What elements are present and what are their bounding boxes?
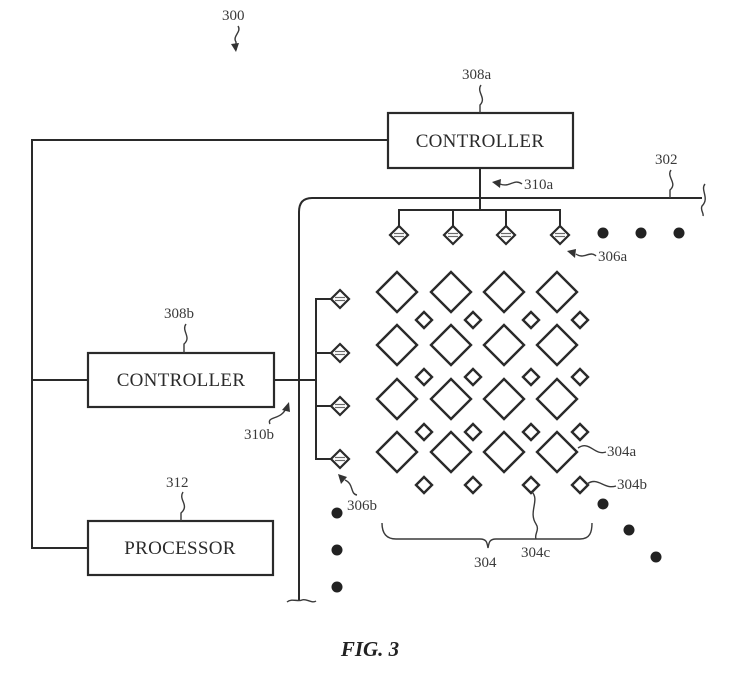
sensor-row-bus bbox=[398, 209, 561, 226]
large-element-304a bbox=[429, 377, 473, 421]
small-element-304b bbox=[570, 422, 590, 442]
small-element-c-leader bbox=[531, 491, 539, 540]
controller-b-label: CONTROLLER bbox=[117, 370, 246, 391]
continuation-dot bbox=[673, 227, 685, 239]
sensor-group bbox=[329, 224, 571, 470]
continuation-dot bbox=[597, 498, 609, 510]
large-element-ref: 304a bbox=[607, 444, 637, 460]
large-element-304a bbox=[535, 430, 579, 474]
small-element-304b bbox=[414, 422, 434, 442]
controller-a-label: CONTROLLER bbox=[416, 131, 545, 152]
large-element-304a bbox=[482, 323, 526, 367]
figure-caption: FIG. 3 bbox=[340, 637, 399, 661]
continuation-dot bbox=[331, 507, 343, 519]
link-310b-ref: 310b bbox=[244, 427, 274, 443]
bus-break-right bbox=[700, 183, 706, 217]
sensor-306a bbox=[442, 224, 464, 246]
sensor-306b bbox=[329, 395, 351, 417]
sensor-row-drops bbox=[452, 210, 507, 226]
sensor-306a bbox=[388, 224, 410, 246]
large-element-304a bbox=[535, 377, 579, 421]
bus-ref: 302 bbox=[655, 152, 678, 168]
processor-block bbox=[86, 519, 275, 577]
link-310b-leader bbox=[268, 407, 287, 425]
processor-leader bbox=[180, 491, 186, 521]
small-element-304b bbox=[521, 422, 541, 442]
link-310a-ref: 310a bbox=[524, 177, 554, 193]
controller-b-block bbox=[86, 351, 276, 409]
large-element-304a bbox=[375, 270, 419, 314]
small-element-c-ref: 304c bbox=[521, 545, 551, 561]
large-element-304a bbox=[375, 377, 419, 421]
large-element-304a bbox=[482, 430, 526, 474]
small-element-leader bbox=[586, 480, 617, 488]
small-element-304b bbox=[521, 475, 541, 495]
controller-a-leader bbox=[479, 84, 484, 113]
ref-300-label: 300 bbox=[222, 8, 245, 24]
large-element-304a bbox=[535, 323, 579, 367]
continuation-dots bbox=[331, 227, 685, 593]
sensor-306b bbox=[329, 448, 351, 470]
ref-300-arrowhead bbox=[231, 43, 239, 52]
controller-b-ref: 308b bbox=[164, 306, 194, 322]
small-element-ref: 304b bbox=[617, 477, 647, 493]
sensor-col-bus bbox=[315, 298, 331, 460]
sensor-col-ref: 306b bbox=[347, 498, 377, 514]
controller-b-leader bbox=[183, 323, 188, 353]
sensor-306a bbox=[495, 224, 517, 246]
bus-leader bbox=[669, 169, 674, 198]
large-element-304a bbox=[375, 430, 419, 474]
sensor-306b bbox=[329, 342, 351, 364]
sensor-col-drops bbox=[316, 352, 331, 407]
array-brace bbox=[381, 522, 593, 549]
sensor-row-arrowhead bbox=[567, 249, 576, 258]
sensor-col-arrowhead bbox=[338, 474, 347, 484]
link-310a-arrowhead bbox=[492, 179, 501, 188]
ref-300-arrow bbox=[234, 25, 240, 50]
continuation-dot bbox=[650, 551, 662, 563]
small-element-304b bbox=[414, 367, 434, 387]
large-element-304a bbox=[535, 270, 579, 314]
large-element-304a bbox=[429, 430, 473, 474]
link-310b-arrowhead bbox=[282, 402, 290, 412]
controller-a-ref: 308a bbox=[462, 67, 492, 83]
small-element-304b bbox=[521, 310, 541, 330]
element-array bbox=[375, 270, 590, 495]
small-element-304b bbox=[570, 475, 590, 495]
continuation-dot bbox=[331, 544, 343, 556]
large-element-304a bbox=[375, 323, 419, 367]
large-element-304a bbox=[482, 270, 526, 314]
continuation-dot bbox=[597, 227, 609, 239]
continuation-dot bbox=[635, 227, 647, 239]
processor-label: PROCESSOR bbox=[124, 538, 235, 559]
small-element-304b bbox=[570, 310, 590, 330]
sensor-306a bbox=[549, 224, 571, 246]
small-element-304b bbox=[521, 367, 541, 387]
large-element-304a bbox=[429, 323, 473, 367]
sensor-row-leader bbox=[575, 253, 597, 257]
sensor-row-ref: 306a bbox=[598, 249, 628, 265]
large-element-304a bbox=[482, 377, 526, 421]
array-ref: 304 bbox=[474, 555, 497, 571]
small-element-304b bbox=[570, 367, 590, 387]
sensor-306b bbox=[329, 288, 351, 310]
small-element-304b bbox=[414, 475, 434, 495]
large-element-leader bbox=[577, 445, 607, 454]
bus-302 bbox=[298, 197, 702, 600]
small-element-304b bbox=[463, 475, 483, 495]
small-element-304b bbox=[463, 422, 483, 442]
processor-ref: 312 bbox=[166, 475, 189, 491]
link-310a-leader bbox=[499, 181, 523, 186]
small-element-304b bbox=[463, 310, 483, 330]
continuation-dot bbox=[623, 524, 635, 536]
processor-link-line bbox=[31, 139, 390, 549]
large-element-304a bbox=[429, 270, 473, 314]
continuation-dot bbox=[331, 581, 343, 593]
small-element-304b bbox=[463, 367, 483, 387]
sensor-col-leader bbox=[344, 479, 358, 496]
bus-break-bottom bbox=[286, 598, 317, 603]
controller-a-block bbox=[386, 111, 575, 170]
small-element-304b bbox=[414, 310, 434, 330]
